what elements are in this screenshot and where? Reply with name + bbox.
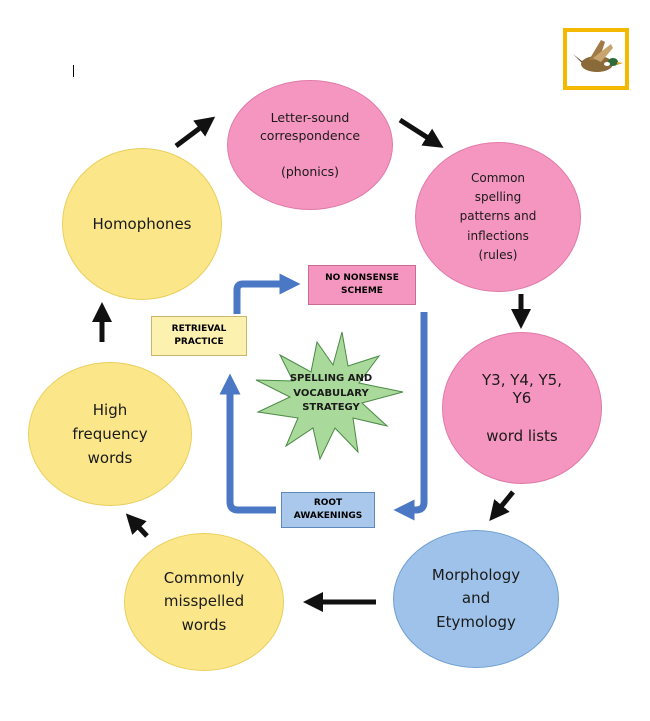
no-nonsense-label: NO NONSENSE SCHEME [325, 272, 399, 297]
strategy-label: SPELLING AND VOCABULARY STRATEGY [289, 373, 373, 413]
root-awakenings-box: ROOT AWAKENINGS [281, 492, 375, 528]
node-word-lists: Y3, Y4, Y5, Y6 word lists [442, 332, 602, 484]
node-misspelled-label: Commonly misspelled words [163, 569, 245, 634]
node-homophones: Homophones [62, 148, 222, 300]
duck-icon [573, 40, 623, 72]
arrow-nonsense-to-root [393, 312, 428, 521]
node-patterns-label: Common spelling patterns and inflections… [459, 171, 537, 262]
node-phonics: Letter-sound correspondence (phonics) [227, 80, 393, 210]
node-high-frequency-label: High frequency words [72, 401, 148, 467]
retrieval-label: RETRIEVAL PRACTICE [171, 323, 227, 348]
arrow-retrieval-to-nonsense [233, 273, 301, 314]
arrow-misspelled-to-highfreq [125, 513, 149, 538]
strategy-star [255, 331, 404, 461]
duck-logo [563, 28, 629, 90]
root-awakenings-label: ROOT AWAKENINGS [293, 497, 363, 522]
node-phonics-label: Letter-sound correspondence (phonics) [259, 109, 361, 180]
node-morphology-label: Morphology and Etymology [431, 566, 521, 631]
retrieval-box: RETRIEVAL PRACTICE [151, 316, 247, 356]
arrow-phonics-to-patterns [398, 117, 444, 148]
node-morphology: Morphology and Etymology [393, 530, 559, 668]
arrow-homophones-to-phonics [174, 116, 216, 148]
text-cursor [73, 65, 74, 77]
arrow-wordlists-to-morphology [489, 490, 515, 521]
node-word-lists-label: Y3, Y4, Y5, Y6 word lists [482, 370, 562, 445]
node-misspelled: Commonly misspelled words [124, 533, 284, 671]
node-high-frequency: High frequency words [28, 362, 192, 506]
arrow-root-to-retrieval [219, 373, 276, 514]
node-patterns: Common spelling patterns and inflections… [415, 142, 581, 292]
node-homophones-label: Homophones [92, 215, 192, 233]
no-nonsense-box: NO NONSENSE SCHEME [308, 265, 416, 305]
